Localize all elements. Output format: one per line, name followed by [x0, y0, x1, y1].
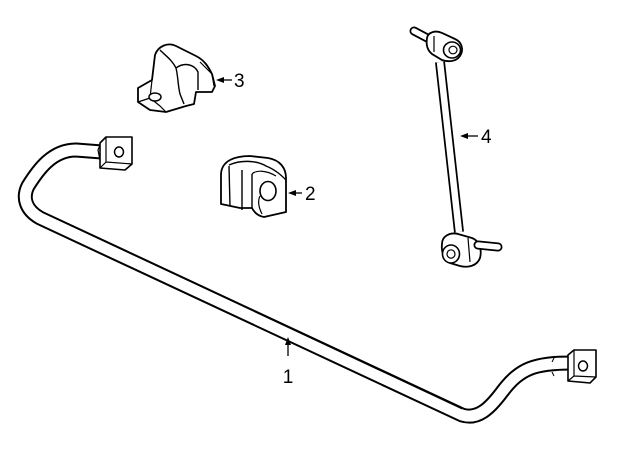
stabilizer-bar	[17, 136, 597, 424]
bar-left-end	[97, 136, 133, 171]
callout-3: 3	[216, 71, 245, 92]
bar-right-end	[551, 349, 597, 384]
bushing	[220, 155, 287, 218]
stabilizer-link	[409, 26, 503, 268]
callout-number: 3	[234, 71, 245, 92]
callout-1: 1	[283, 337, 294, 388]
bracket	[137, 43, 216, 113]
callout-number: 1	[283, 367, 294, 388]
callout-4: 4	[460, 127, 492, 148]
callout-number: 4	[481, 127, 492, 148]
callout-2: 2	[288, 184, 316, 205]
callout-number: 2	[305, 184, 316, 205]
